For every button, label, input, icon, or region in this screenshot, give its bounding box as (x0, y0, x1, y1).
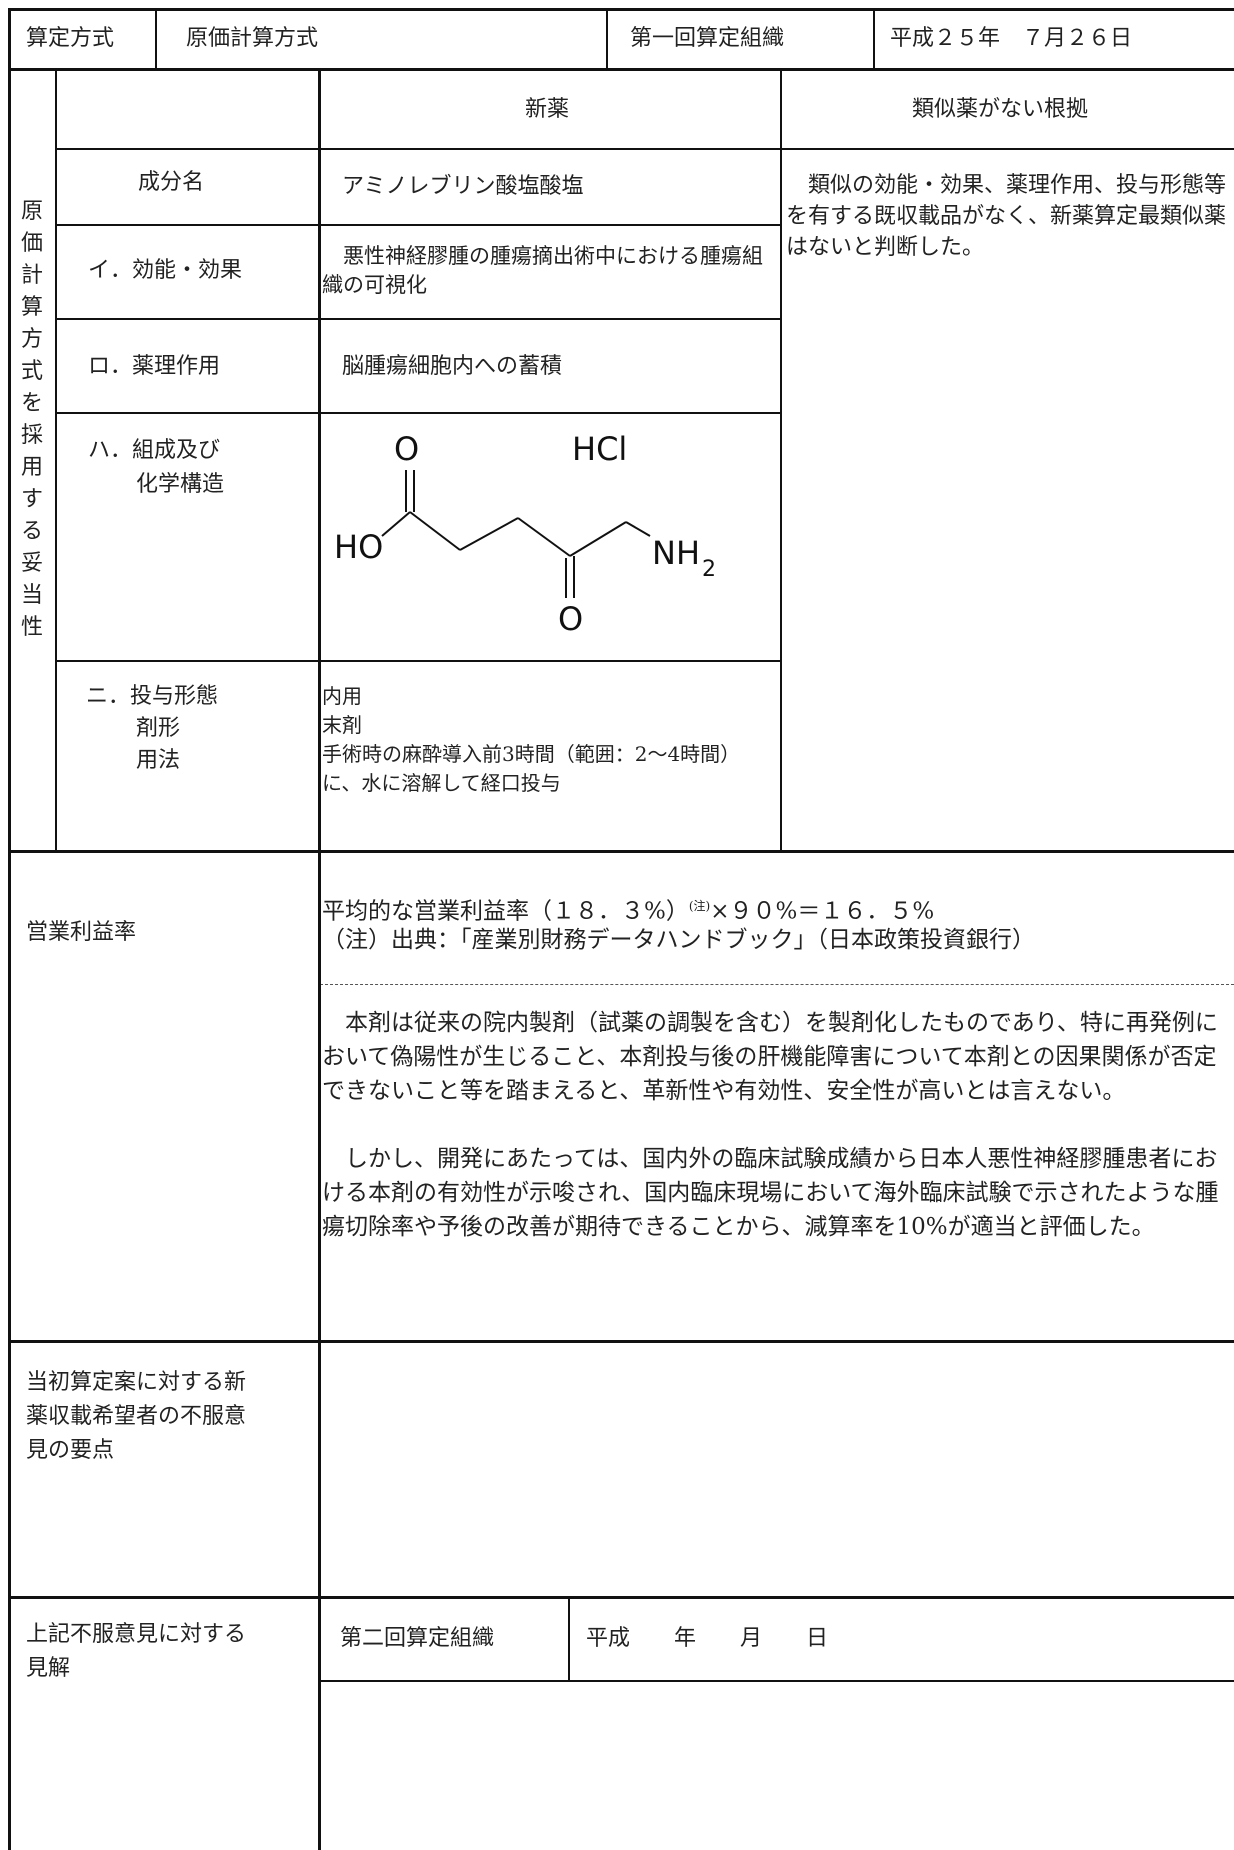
label-dosage-line1: ニ．投与形態 (86, 684, 219, 709)
first-org-date: 平成２５年 ７月２６日 (890, 26, 1133, 51)
reason-text: 類似の効能・効果、薬理作用、投与形態等を有する既収載品がなく、新薬算定最類似薬は… (786, 173, 1227, 260)
method-label: 算定方式 (26, 26, 115, 51)
rule-v-method (155, 8, 157, 70)
opinion-label-line2: 見解 (26, 1656, 71, 1681)
label-efficacy: イ．効能・効果 (88, 258, 243, 283)
objection-label-line1: 当初算定案に対する新 (26, 1370, 247, 1395)
second-org-label: 第二回算定組織 (340, 1626, 495, 1651)
rule-v-first-org-date (873, 8, 875, 70)
method-value: 原価計算方式 (186, 26, 319, 51)
label-structure-line1: ハ．組成及び (88, 438, 221, 463)
structure-o-bottom: O (558, 600, 583, 638)
profit-source: （注）出典：「産業別財務データハンドブック」（日本政策投資銀行） (322, 927, 1035, 953)
profit-assessment-p1: 本剤は従来の院内製剤（試薬の調製を含む）を製剤化したものであり、特に再発例におい… (322, 1010, 1218, 1104)
label-dosage-line3: 用法 (136, 748, 181, 773)
structure-o-top: O (394, 430, 419, 468)
chemical-structure: O HCl HO O NH 2 (334, 430, 716, 638)
value-dosage-line1: 内用 (322, 684, 362, 708)
justification-side-label: 原価計算方式を採用する妥当性 (20, 199, 43, 640)
rule-v-second-org (568, 1596, 570, 1682)
rule-row-pharmacology (55, 412, 780, 414)
profit-formula: 平均的な営業利益率（１８．３%）(注)×９０%＝１６．５% (322, 890, 934, 929)
rule-second-org (320, 1680, 1234, 1682)
profit-formula-pre: 平均的な営業利益率（１８．３%） (322, 898, 689, 925)
structure-hcl: HCl (572, 430, 627, 468)
objection-label-line3: 見の要点 (26, 1438, 115, 1463)
opinion-label-line1: 上記不服意見に対する (26, 1622, 247, 1647)
structure-ho: HO (334, 528, 383, 566)
value-pharmacology: 脳腫瘍細胞内への蓄積 (342, 354, 563, 379)
value-efficacy: 悪性神経膠腫の腫瘍摘出術中における腫瘍組織の可視化 (322, 244, 763, 297)
rule-section-profit (8, 850, 1234, 853)
rule-row-component (55, 224, 780, 226)
second-org-date: 平成 年 月 日 (586, 1626, 829, 1651)
rule-v-side-label (55, 68, 57, 852)
col-header-new-drug: 新薬 (525, 97, 570, 122)
first-org-label: 第一回算定組織 (630, 26, 785, 51)
rule-row-structure (55, 660, 780, 662)
col-header-reason: 類似薬がない根拠 (912, 97, 1089, 122)
rule-section-objection (8, 1340, 1234, 1343)
rule-section-opinion (8, 1596, 1234, 1599)
rule-col-headers (55, 148, 1234, 150)
rule-header-bottom (8, 68, 1234, 71)
structure-sub2: 2 (702, 557, 716, 582)
profit-formula-note-mark: (注) (688, 899, 711, 913)
value-dosage-line3: 手術時の麻酔導入前3時間（範囲：2～4時間）に、水に溶解して経口投与 (322, 742, 741, 795)
objection-label-line2: 薬収載希望者の不服意 (26, 1404, 247, 1429)
rule-v-first-org-start (606, 8, 608, 70)
border-left (8, 8, 11, 1850)
label-pharmacology: ロ．薬理作用 (88, 354, 221, 379)
value-dosage-line2: 末剤 (322, 713, 362, 737)
label-component: 成分名 (138, 170, 205, 195)
rule-dashed-profit (320, 984, 1234, 985)
rule-v-label-col (318, 68, 321, 1850)
profit-assessment-p2: しかし、開発にあたっては、国内外の臨床試験成績から日本人悪性神経膠腫患者における… (322, 1146, 1219, 1240)
profit-formula-post: ×９０%＝１６．５% (710, 898, 935, 925)
border-top (8, 8, 1234, 11)
rule-row-efficacy (55, 318, 780, 320)
rule-v-new-drug-col (780, 68, 782, 852)
structure-nh: NH (652, 534, 700, 572)
profit-label: 営業利益率 (26, 920, 137, 945)
label-structure-line2: 化学構造 (136, 472, 225, 497)
value-component: アミノレブリン酸塩酸塩 (342, 174, 584, 199)
label-dosage-line2: 剤形 (136, 716, 181, 741)
